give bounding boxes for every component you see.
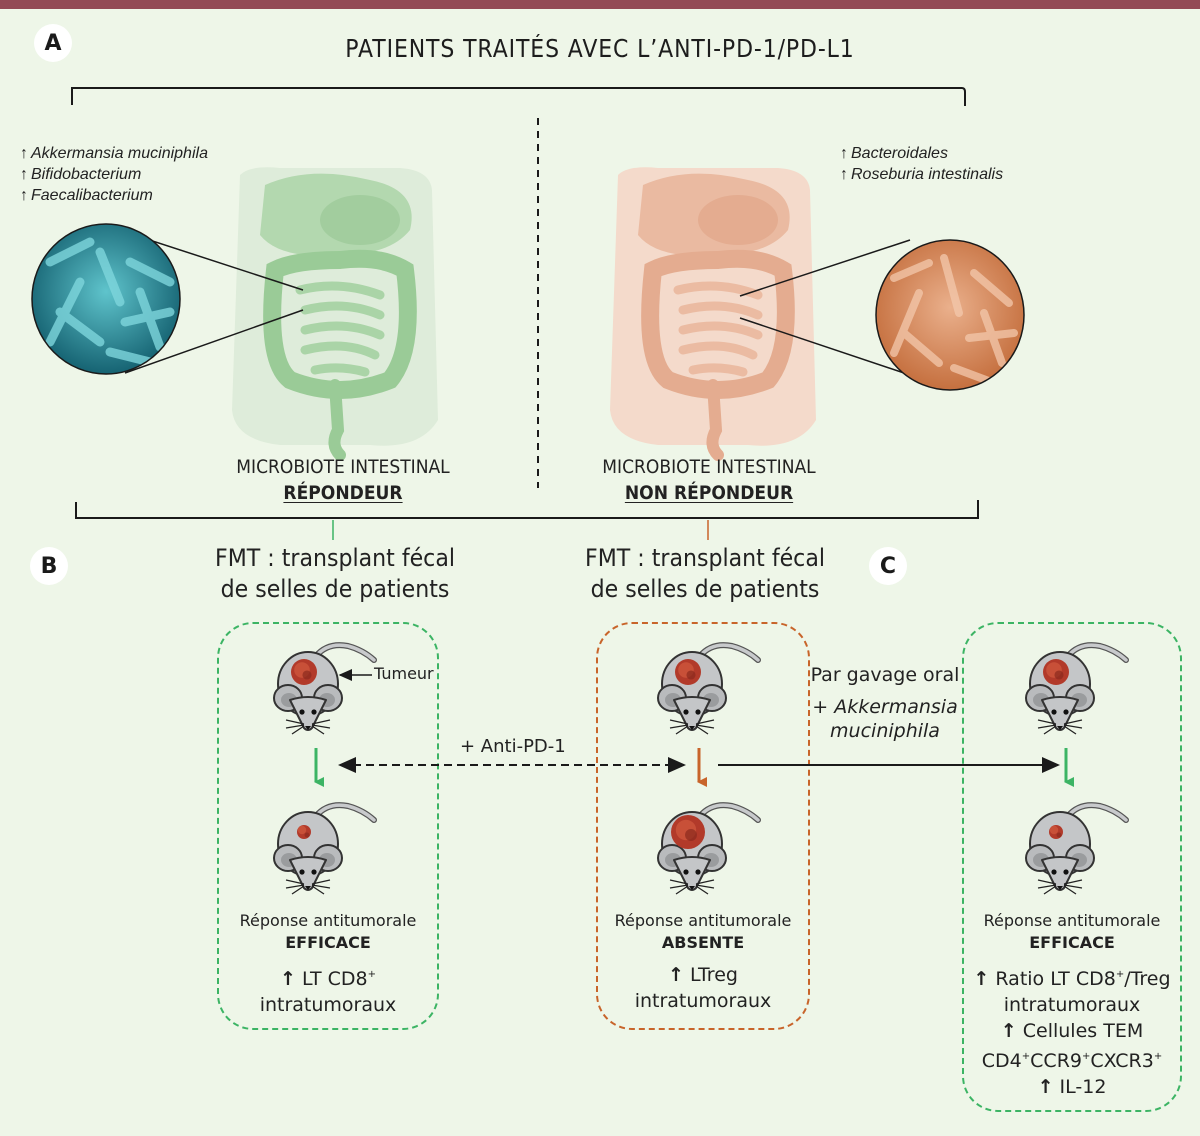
bacteria-magnified-orange-icon (875, 239, 1025, 391)
gavage-line1: Par gavage oral (810, 664, 960, 686)
bacteria-item: ↑Akkermansia muciniphila (20, 143, 208, 164)
bacteria-item: ↑Bacteroidales (840, 143, 1003, 164)
effect-line: ↑ LT CD8+ (217, 962, 439, 992)
bacteria-item: ↑Bifidobacterium (20, 164, 208, 185)
bacteria-name: Faecalibacterium (31, 187, 153, 204)
top-accent-bar (0, 0, 1200, 9)
effect-text: LT CD8 (301, 968, 368, 990)
effect-text: LTreg (690, 964, 738, 986)
gavage-line2: + Akkermansia (812, 696, 958, 718)
effect-text: CXCR3 (1090, 1050, 1154, 1072)
figure-background (3, 9, 1197, 1133)
panel-a-badge: A (34, 24, 72, 62)
effect-sup: + (1021, 1051, 1031, 1062)
bacteria-item: ↑Faecalibacterium (20, 185, 208, 206)
effect-line: intratumoraux (259, 994, 397, 1016)
fmt-responder-label: FMT : transplant fécal de selles de pati… (188, 543, 482, 605)
fmt-non-responder-label: FMT : transplant fécal de selles de pati… (558, 543, 852, 605)
effect-line: ↑ Cellules TEM (962, 1018, 1182, 1044)
bacteria-item: ↑Roseburia intestinalis (840, 164, 1003, 185)
result-status: EFFICACE (1029, 933, 1115, 952)
microbiota-label-line1: MICROBIOTE INTESTINAL (602, 456, 816, 478)
effect-text: Cellules TEM (1022, 1020, 1144, 1042)
up-arrow-icon: ↑ (20, 166, 28, 183)
effect-line: ↑ Ratio LT CD8+/Treg (962, 962, 1182, 992)
tumor-label: Tumeur (374, 664, 434, 683)
panel-a-title: PATIENTS TRAITÉS AVEC L’ANTI-PD-1/PD-L1 (345, 34, 855, 63)
effect-line: CD4+CCR9+CXCR3+ (962, 1044, 1182, 1074)
microbiota-label-line1: MICROBIOTE INTESTINAL (236, 456, 450, 478)
up-arrow-icon: ↑ (668, 964, 684, 986)
up-arrow-icon: ↑ (840, 145, 848, 162)
bacteria-name: Akkermansia muciniphila (31, 145, 208, 162)
effect-text: CCR9 (1030, 1050, 1082, 1072)
up-arrow-icon: ↑ (1037, 1076, 1054, 1098)
akkermansia-result: Réponse antitumorale EFFICACE ↑ Ratio LT… (962, 910, 1182, 1100)
bacteria-name: Bacteroidales (851, 145, 948, 162)
fmt-line2: de selles de patients (220, 575, 450, 603)
non-responder-result: Réponse antitumorale ABSENTE ↑ LTreg int… (596, 910, 810, 1014)
fmt-line2: de selles de patients (590, 575, 820, 603)
up-arrow-icon: ↑ (973, 968, 990, 990)
result-line1: Réponse antitumorale (239, 911, 417, 930)
effect-text: Ratio LT CD8 (995, 968, 1116, 990)
effect-text: IL-12 (1059, 1076, 1107, 1098)
effect-sup: + (1115, 969, 1125, 980)
up-arrow-icon: ↑ (840, 166, 848, 183)
up-arrow-icon: ↑ (20, 145, 28, 162)
non-responder-bacteria-list: ↑Bacteroidales ↑Roseburia intestinalis (840, 143, 1003, 185)
effect-sup: + (1081, 1051, 1091, 1062)
result-line1: Réponse antitumorale (983, 911, 1161, 930)
non-responder-status: NON RÉPONDEUR (624, 482, 794, 504)
panel-b-badge: B (30, 547, 68, 585)
effect-line: intratumoraux (634, 990, 772, 1012)
gavage-label: Par gavage oral + Akkermansia muciniphil… (800, 660, 970, 743)
digestive-system-green-icon (232, 167, 438, 461)
bacteria-name: Roseburia intestinalis (851, 166, 1004, 183)
effect-text: CD4 (981, 1050, 1022, 1072)
result-status: EFFICACE (285, 933, 371, 952)
non-responder-microbiota-label: MICROBIOTE INTESTINAL NON RÉPONDEUR (574, 454, 844, 506)
akkermansia-mouse-box (962, 622, 1182, 1112)
up-arrow-icon: ↑ (1000, 1020, 1017, 1042)
result-line1: Réponse antitumorale (614, 911, 792, 930)
effect-line: ↑ IL-12 (962, 1074, 1182, 1100)
result-status: ABSENTE (661, 933, 745, 952)
effect-sup: + (367, 969, 376, 980)
responder-status: RÉPONDEUR (283, 482, 403, 504)
fmt-line1: FMT : transplant fécal (584, 544, 825, 572)
effect-line: ↑ LTreg (596, 962, 810, 988)
bacteria-name: Bifidobacterium (31, 166, 142, 183)
anti-pd1-label: + Anti-PD-1 (460, 736, 566, 757)
up-arrow-icon: ↑ (20, 187, 28, 204)
bacteria-magnified-teal-icon (31, 223, 181, 375)
fmt-line1: FMT : transplant fécal (214, 544, 455, 572)
responder-bacteria-list: ↑Akkermansia muciniphila ↑Bifidobacteriu… (20, 143, 208, 206)
effect-line: intratumoraux (1003, 994, 1141, 1016)
responder-microbiota-label: MICROBIOTE INTESTINAL RÉPONDEUR (208, 454, 478, 506)
non-responder-mouse-box (596, 622, 810, 1030)
up-arrow-icon: ↑ (280, 968, 296, 990)
responder-result: Réponse antitumorale EFFICACE ↑ LT CD8+ … (217, 910, 439, 1018)
effect-text: /Treg (1124, 968, 1171, 990)
panel-c-badge: C (869, 547, 907, 585)
responder-mouse-box (217, 622, 439, 1030)
effect-sup: + (1153, 1051, 1163, 1062)
digestive-system-orange-icon (610, 167, 816, 461)
gavage-line3: muciniphila (830, 720, 940, 742)
